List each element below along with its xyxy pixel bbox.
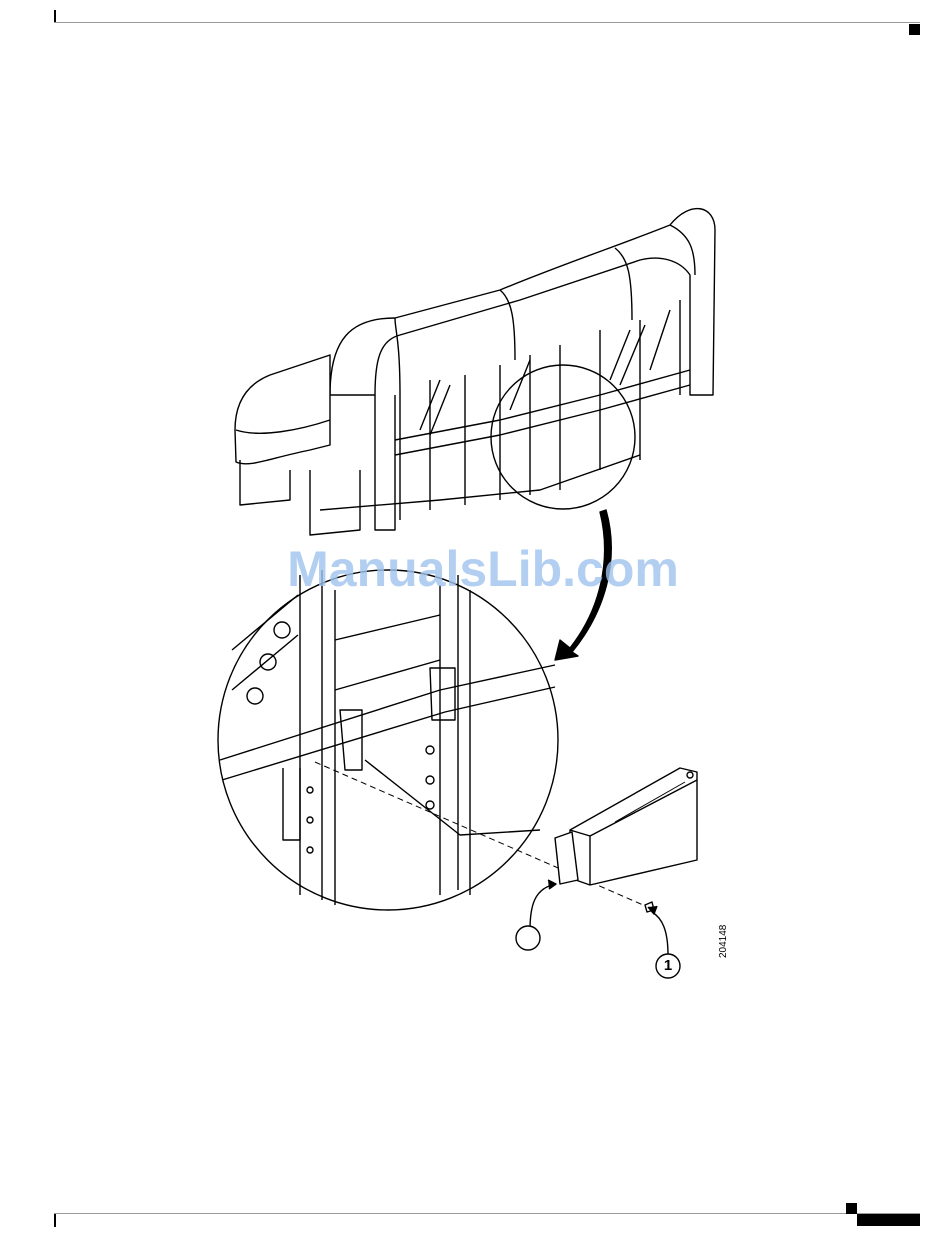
detail-circle-small: [491, 365, 635, 509]
callout-two-leader: [530, 885, 552, 930]
callout-two-label: [515, 925, 541, 951]
watermark-text: ManualsLib.com: [268, 540, 698, 598]
footer-tick: [54, 1214, 56, 1227]
console-left-wing: [235, 355, 330, 464]
callout-one-label: 1: [655, 953, 681, 979]
footer-rule: [54, 1213, 920, 1214]
callout-one-leader: [652, 912, 668, 955]
console-trough: [330, 209, 715, 395]
detail-circle-large: [218, 570, 558, 910]
figure-id: 204148: [718, 918, 729, 958]
footer-corner-mark: [846, 1203, 857, 1214]
footer-page-tab: [857, 1214, 920, 1226]
